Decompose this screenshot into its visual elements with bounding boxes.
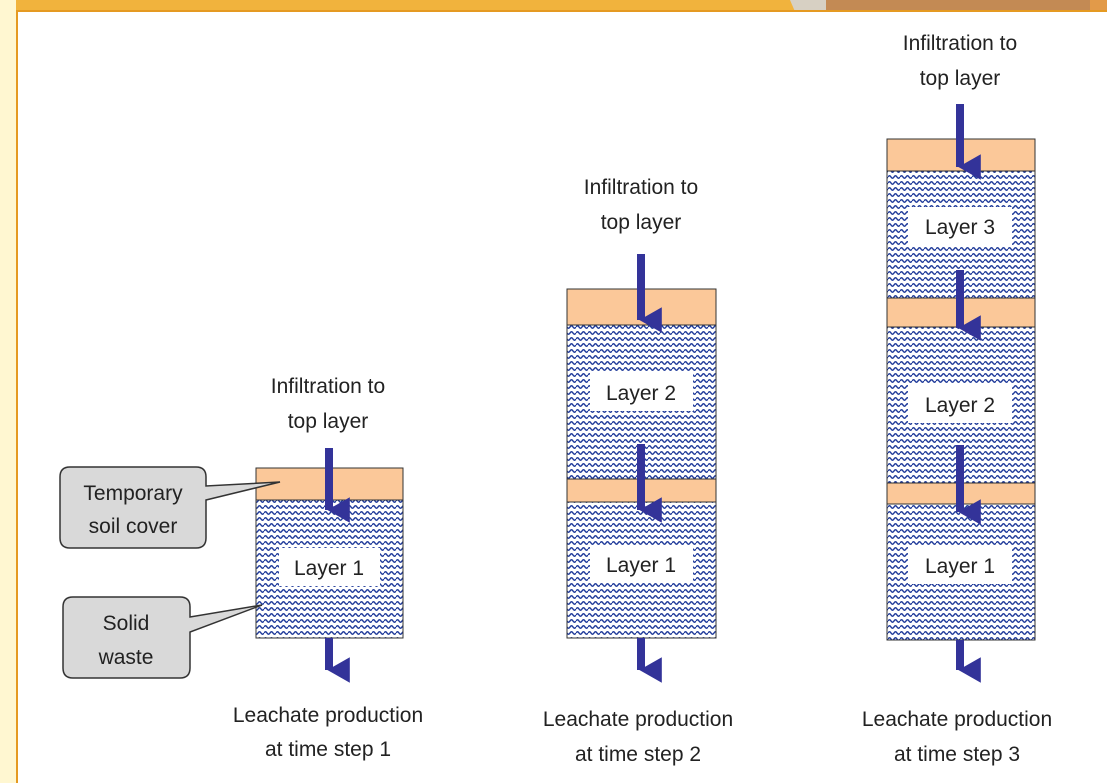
slide-corner-decoration — [826, 0, 1107, 10]
layer-label: Layer 3 — [925, 216, 995, 239]
leachate-label-1b: at time step 1 — [265, 738, 391, 761]
layer-label-box — [590, 373, 693, 411]
leachate-label-3b: at time step 3 — [894, 743, 1020, 766]
layer-label-box — [908, 385, 1012, 423]
callout-temporary-soil-cover: Temporary soil cover — [59, 466, 281, 549]
slide-corner-tip — [1090, 0, 1107, 10]
slide-left-border-line — [16, 10, 18, 783]
layer-label: Layer 2 — [925, 394, 995, 417]
column-time-step-2: Infiltration to top layer Layer 2 Layer … — [543, 176, 733, 766]
slide-left-border — [0, 0, 16, 783]
leachate-label-2b: at time step 2 — [575, 743, 701, 766]
leachate-label-3: Leachate production — [862, 708, 1052, 731]
layer-label: Layer 1 — [925, 555, 995, 578]
callout-solid-waste: Solid waste — [62, 596, 263, 679]
layer-label: Layer 2 — [606, 382, 676, 405]
infiltration-label-1: Infiltration to — [271, 375, 385, 398]
infiltration-label-3b: top layer — [920, 67, 1001, 90]
leachate-label-1: Leachate production — [233, 704, 423, 727]
callout-solid-waste-line2: waste — [98, 646, 154, 669]
infiltration-label-2: Infiltration to — [584, 176, 698, 199]
slide-corner-notch — [790, 0, 826, 10]
leachate-label-2: Leachate production — [543, 708, 733, 731]
callout-solid-waste-line1: Solid — [103, 612, 150, 635]
layer-label-box — [590, 545, 693, 583]
layer-label-box — [908, 207, 1012, 245]
layer-label: Layer 1 — [606, 554, 676, 577]
callout-soil-cover-line2: soil cover — [89, 515, 178, 538]
layer-label: Layer 1 — [294, 557, 364, 580]
infiltration-label-2b: top layer — [601, 211, 682, 234]
column-time-step-3: Infiltration to top layer Layer 3 Layer … — [862, 32, 1052, 766]
layer-label-box — [279, 548, 380, 586]
slide-top-border-line — [0, 10, 1107, 12]
infiltration-label-1b: top layer — [288, 410, 369, 433]
layer-label-box — [908, 546, 1012, 584]
callout-soil-cover-line1: Temporary — [83, 482, 183, 505]
infiltration-label-3: Infiltration to — [903, 32, 1017, 55]
column-time-step-1: Infiltration to top layer Layer 1 Leacha… — [233, 375, 423, 761]
